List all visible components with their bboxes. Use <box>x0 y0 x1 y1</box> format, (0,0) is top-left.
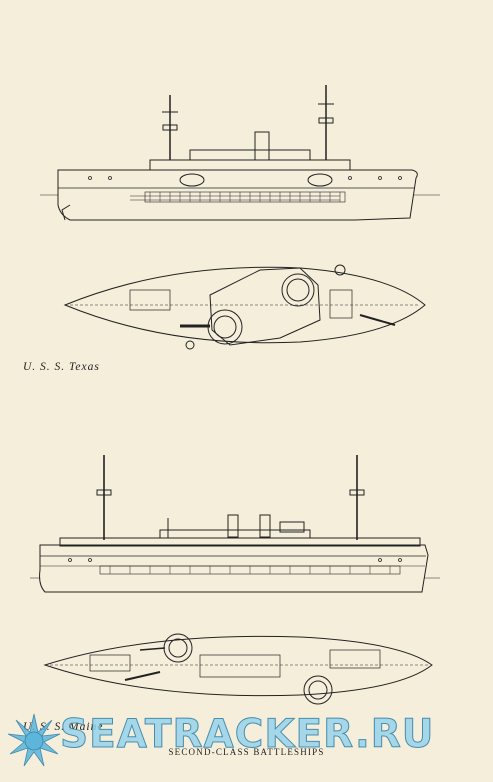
texas-caption: U. S. S. Texas <box>23 361 100 373</box>
plate-title: SECOND-CLASS BATTLESHIPS <box>168 747 325 757</box>
watermark-text: SEATRACKER.RU <box>59 712 435 758</box>
watermark-sun-icon <box>7 713 61 767</box>
